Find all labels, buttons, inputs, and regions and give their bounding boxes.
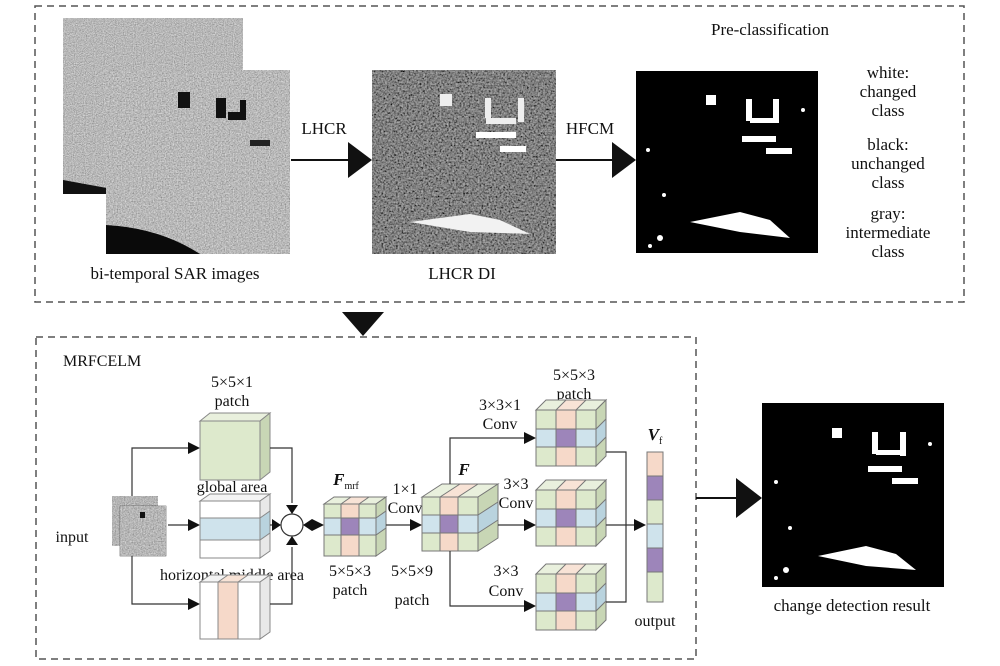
arrow-to-vf (634, 519, 646, 531)
legend-black-line3: class (871, 173, 904, 192)
legend-black-line1: black: (867, 135, 909, 154)
global-patch-size: 5×5×1 (211, 374, 253, 391)
vf-vector (646, 451, 664, 603)
input-branch-lines (131, 447, 188, 605)
conv-mid-word: Conv (499, 495, 534, 512)
legend-gray-line3: class (871, 242, 904, 261)
conv1-size: 1×1 (392, 481, 417, 498)
arrow-to-result (696, 478, 762, 518)
conv-top-size: 3×3×1 (479, 397, 521, 414)
output-label: output (635, 613, 676, 630)
f-word: patch (395, 592, 430, 609)
arrow-hfcm (556, 142, 636, 178)
legend-white-line3: class (871, 101, 904, 120)
out-patch-word: patch (557, 386, 592, 403)
result-caption: change detection result (774, 596, 931, 615)
arrow-conv-bot (524, 600, 536, 612)
conv1-arrowhead (410, 519, 422, 531)
change-detection-result (762, 403, 944, 587)
arrow-to-middle (188, 519, 200, 531)
legend-gray-line2: intermediate (846, 223, 931, 242)
arrow-conv-mid (524, 519, 536, 531)
vf-input-lines (606, 451, 636, 603)
global-area-patch (198, 411, 272, 482)
output-cube-mid (534, 478, 608, 548)
input-image-stack (112, 496, 167, 557)
f-symbol: F (457, 460, 470, 479)
fmrf-cube (322, 496, 388, 557)
output-cubes (534, 398, 608, 632)
legend-white-line2: changed (860, 82, 917, 101)
vertical-middle-patch (198, 574, 272, 640)
output-cube-top (534, 398, 608, 468)
horizontal-middle-patch (198, 493, 272, 559)
global-patch-word: patch (215, 393, 250, 410)
conv-bot-size: 3×3 (493, 563, 518, 580)
legend-white-line1: white: (867, 63, 910, 82)
concatenation-node (272, 505, 324, 545)
fmrf-word: patch (333, 582, 368, 599)
conv-bot-word: Conv (489, 583, 524, 600)
pre-classification-title: Pre-classification (711, 20, 830, 39)
out-patch-size: 5×5×3 (553, 367, 595, 384)
lhcr-di-caption: LHCR DI (428, 264, 496, 283)
input-label: input (56, 529, 89, 546)
down-arrow (342, 312, 384, 336)
arrow-conv-top (524, 432, 536, 444)
conv-mid-size: 3×3 (503, 476, 528, 493)
arrow-to-global (188, 442, 200, 454)
mrfcelm-title: MRFCELM (63, 353, 141, 370)
legend-black-line2: unchanged (851, 154, 925, 173)
legend-gray-line1: gray: (871, 204, 906, 223)
arrow-lhcr (291, 142, 372, 178)
conv1-word: Conv (388, 500, 423, 517)
pre-classification-map (636, 71, 818, 253)
lhcr-label: LHCR (301, 119, 347, 138)
sar-image-stack (63, 18, 290, 254)
f-size: 5×5×9 (391, 563, 433, 580)
conv-top-word: Conv (483, 416, 518, 433)
sar-image-front (106, 70, 290, 254)
f-branch-lines (449, 437, 526, 607)
class-legend: white: changed class black: unchanged cl… (846, 63, 931, 261)
output-cube-bot (534, 562, 608, 632)
vf-symbol: Vf (648, 425, 663, 447)
global-area-caption: global area (197, 479, 268, 496)
f-cube (420, 483, 500, 552)
sar-images-caption: bi-temporal SAR images (90, 264, 259, 283)
fmrf-symbol: Fmrf (332, 470, 359, 492)
fmrf-size: 5×5×3 (329, 563, 371, 580)
lhcr-di-image (372, 70, 556, 254)
hfcm-label: HFCM (566, 119, 614, 138)
arrow-to-vertical (188, 598, 200, 610)
